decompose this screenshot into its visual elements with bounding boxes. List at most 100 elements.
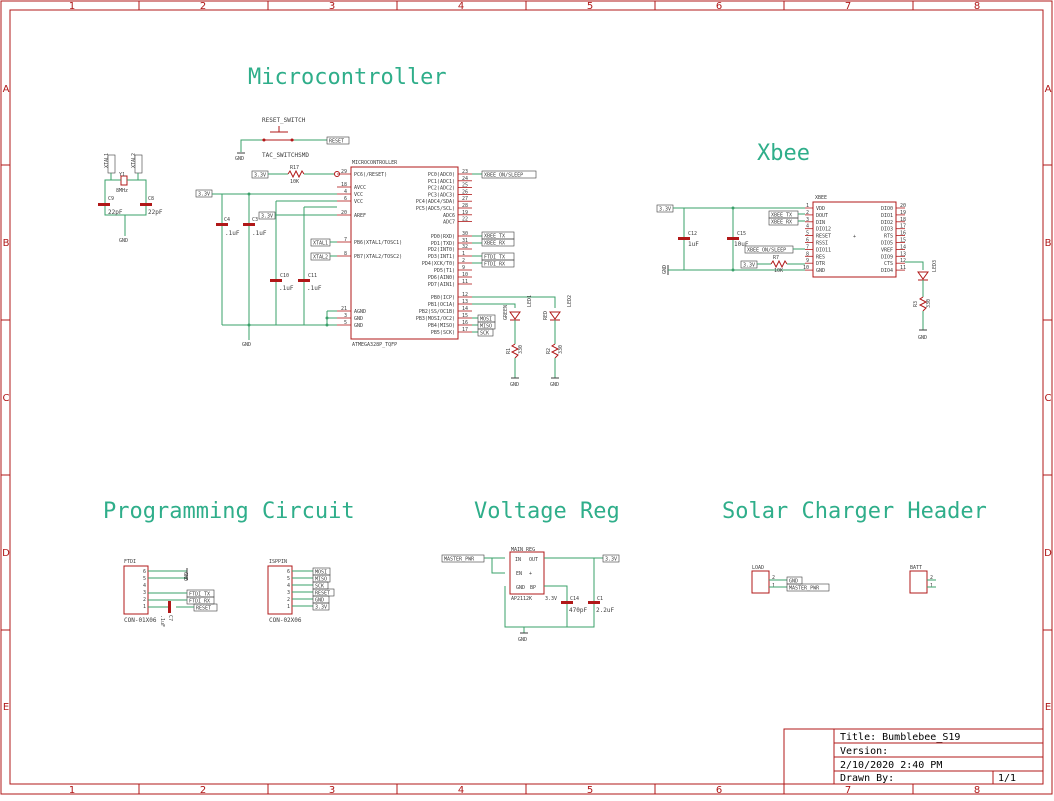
- mcu-pin-number: 21: [341, 306, 347, 312]
- frame-col-label: 3: [329, 785, 335, 796]
- xbee-pin-number: 19: [900, 210, 906, 216]
- net-label-3v3: 3.3V: [602, 554, 620, 563]
- svg-text:6: 6: [287, 569, 290, 575]
- svg-text:LED1: LED1: [527, 295, 533, 307]
- svg-text:C12: C12: [688, 231, 697, 237]
- capacitor-c7[interactable]: C7 .1uF: [159, 601, 173, 627]
- svg-text:C14: C14: [570, 596, 579, 602]
- svg-text:R1: R1: [506, 348, 512, 354]
- svg-text:GREEN: GREEN: [503, 305, 509, 320]
- net-label-xbee-tx: XBEE_TX: [768, 210, 799, 219]
- capacitor-c15[interactable]: C15 10uF: [727, 231, 749, 248]
- frame-col-label: 5: [587, 1, 593, 12]
- resistor-r7[interactable]: R7 10K: [770, 255, 788, 274]
- svg-text:2: 2: [772, 575, 775, 581]
- led-3[interactable]: LED3: [917, 260, 938, 281]
- svg-text:3.3V: 3.3V: [254, 173, 266, 179]
- svg-text:10K: 10K: [290, 179, 299, 185]
- reset-switch[interactable]: RESET_SWITCH TAC_SWITCHSMD: [262, 117, 309, 159]
- frame-row-label: A: [1045, 84, 1052, 95]
- resistor-r17[interactable]: R17 10K: [287, 165, 305, 185]
- capacitor-c11[interactable]: C11 .1uF: [298, 273, 322, 292]
- mcu-pin-name: PC1(ADC1): [428, 179, 455, 185]
- xbee-pin-number: 1: [806, 203, 809, 209]
- mcu-chip[interactable]: MICROCONTROLLER ATMEGA328P_TQFP: [350, 160, 459, 348]
- svg-text:BP: BP: [530, 585, 536, 591]
- svg-text:GND: GND: [789, 579, 798, 585]
- batt-header[interactable]: BATT 21: [909, 565, 933, 594]
- mcu-right-pins: 23PC0(ADC0)24PC1(ADC1)25PC2(ADC2)26PC3(A…: [416, 169, 482, 336]
- frame-row-label: E: [1045, 702, 1051, 713]
- xbee-pin-name: DIO9: [881, 254, 893, 260]
- xbee-pin-name: VREF: [881, 247, 893, 253]
- net-label-mosi: MOSI: [312, 567, 331, 576]
- svg-text:3.3V: 3.3V: [743, 263, 755, 269]
- svg-text:XTAL2: XTAL2: [313, 255, 328, 261]
- led-2[interactable]: LED2 RED: [543, 295, 573, 321]
- svg-text:1: 1: [930, 583, 933, 589]
- ftdi-header[interactable]: FTDI CON-01X06 65 43 21: [123, 559, 157, 624]
- isp-header[interactable]: ISPPIN CON-02X06 65 43 21: [267, 559, 302, 624]
- tac-switch-label: TAC_SWITCHSMD: [262, 152, 309, 159]
- svg-text:22pF: 22pF: [108, 209, 123, 216]
- resistor-r2[interactable]: R2 330: [546, 343, 564, 359]
- frame-row-label: C: [3, 393, 10, 404]
- net-label-miso: MISO: [312, 574, 331, 583]
- mcu-pin-number: 9: [462, 265, 465, 271]
- mcu-pin-number: 27: [462, 196, 468, 202]
- mcu-pin-number: 20: [341, 210, 347, 216]
- mcu-pin-number: 24: [462, 176, 468, 182]
- net-label-3v3: 3.3V: [195, 189, 213, 198]
- svg-text:BATT: BATT: [910, 565, 922, 571]
- net-label-master-pwr: MASTER_PWR: [441, 554, 485, 563]
- resistor-r3[interactable]: R3 330: [913, 296, 932, 312]
- net-label-ftdi-tx: FTDI_TX: [186, 589, 215, 598]
- capacitor-c9[interactable]: C9 22pF: [98, 196, 123, 216]
- svg-text:470pF: 470pF: [569, 607, 587, 614]
- mcu-pin-number: 26: [462, 189, 468, 195]
- resistor-r1[interactable]: R1 330: [506, 343, 524, 359]
- capacitor-c14[interactable]: C14 470pF: [561, 596, 587, 614]
- mcu-pin-name: VCC: [354, 192, 363, 198]
- frame-row-label: E: [3, 702, 9, 713]
- xbee-pin-name: DIO2: [881, 220, 893, 226]
- crystal-y1[interactable]: XTAL1 XTAL2 Y1 8MHz: [104, 153, 143, 194]
- svg-text:LOAD: LOAD: [752, 565, 764, 571]
- reset-switch-label: RESET_SWITCH: [262, 117, 306, 124]
- mcu-pin-number: 14: [462, 306, 468, 312]
- regulator[interactable]: MAIN_REG AP2112K IN OUT EN GND BP +: [509, 547, 545, 602]
- svg-text:C1: C1: [597, 596, 603, 602]
- net-label-gnd: GND: [312, 595, 330, 604]
- xbee-module[interactable]: XBEE +: [812, 195, 897, 278]
- net-label-ftdi-tx: FTDI_TX: [481, 252, 515, 261]
- svg-text:3: 3: [143, 590, 146, 596]
- xbee-pin-name: VDD: [816, 206, 825, 212]
- frame-col-label: 5: [587, 785, 593, 796]
- load-header[interactable]: LOAD 21: [751, 565, 775, 594]
- svg-text:R2: R2: [546, 348, 552, 354]
- svg-text:OUT: OUT: [529, 557, 538, 563]
- svg-text:EN: EN: [516, 571, 522, 577]
- net-label-xtal1: XTAL1: [310, 238, 331, 247]
- led-1[interactable]: LED1 GREEN: [503, 295, 533, 321]
- svg-text:XBEE_TX: XBEE_TX: [484, 234, 505, 240]
- frame-col-label: 2: [200, 785, 206, 796]
- xbee-name: XBEE: [815, 195, 827, 201]
- mcu-pin-name: PC0(ADC0): [428, 172, 455, 178]
- capacitor-c3[interactable]: C3 .1uF: [243, 217, 267, 237]
- capacitor-c8[interactable]: C8 22pF: [140, 196, 163, 216]
- mcu-pin-name: PB5(SCK): [431, 330, 455, 336]
- mcu-pin-name: PD6(AIN0): [428, 275, 455, 281]
- mcu-part: ATMEGA328P_TQFP: [352, 342, 397, 348]
- svg-text:1: 1: [143, 604, 146, 610]
- svg-text:330: 330: [558, 345, 564, 354]
- capacitor-c12[interactable]: C12 1uF: [678, 231, 699, 248]
- xbee-pin-number: 7: [806, 244, 809, 250]
- capacitor-c1[interactable]: C1 2.2uF: [588, 596, 614, 614]
- svg-text:22pF: 22pF: [148, 209, 163, 216]
- svg-text:C8: C8: [148, 196, 154, 202]
- xbee-pin-number: 4: [806, 224, 809, 230]
- xbee-pin-name: DIO12: [816, 227, 831, 233]
- capacitor-c10[interactable]: C10 .1uF: [270, 273, 294, 292]
- capacitor-c4[interactable]: C4 .1uF: [216, 217, 240, 237]
